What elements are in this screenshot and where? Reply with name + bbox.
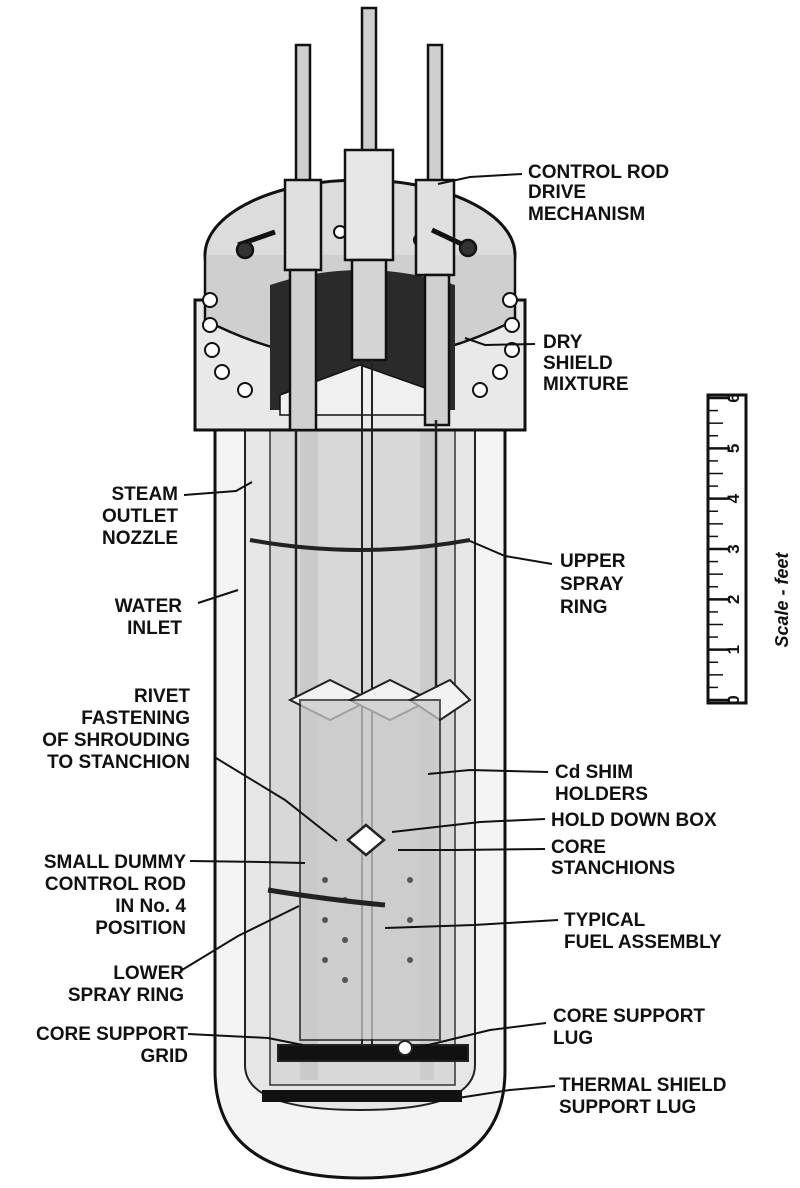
scale-bar: 0 1 2 3 4 5 6 Scale - feet [706,393,792,705]
label-lower-spray: LOWER SPRAY RING [68,963,184,1006]
scale-title: Scale - feet [772,551,792,647]
svg-text:GRID: GRID [141,1046,189,1067]
svg-text:RIVET: RIVET [134,686,190,707]
svg-text:CORE SUPPORT: CORE SUPPORT [36,1024,188,1045]
svg-text:IN No. 4: IN No. 4 [115,896,186,917]
svg-text:UPPER: UPPER [560,551,626,572]
svg-text:CORE: CORE [551,837,606,858]
leader-lines [181,173,559,1099]
svg-text:HOLD DOWN BOX: HOLD DOWN BOX [551,810,717,831]
svg-text:TO STANCHION: TO STANCHION [47,752,190,773]
svg-text:OUTLET: OUTLET [102,506,178,527]
scale-tick-label: 4 [724,493,743,503]
svg-text:DRY: DRY [543,332,583,353]
svg-text:SMALL DUMMY: SMALL DUMMY [44,852,186,873]
svg-text:HOLDERS: HOLDERS [555,784,648,805]
label-upper-spray: UPPER SPRAY RING [560,551,626,618]
label-steam-outlet: STEAM OUTLET NOZZLE [102,484,178,549]
svg-text:LUG: LUG [553,1028,593,1049]
svg-text:CONTROL ROD: CONTROL ROD [528,162,669,183]
scale-tick-label: 2 [724,595,743,604]
svg-text:THERMAL SHIELD: THERMAL SHIELD [559,1075,726,1096]
scale-tick-label: 6 [724,393,743,402]
control-rod-drives [235,6,478,432]
svg-text:FASTENING: FASTENING [81,708,190,729]
label-typical-fuel: TYPICAL FUEL ASSEMBLY [564,910,722,953]
label-dry-shield: DRY SHIELD MIXTURE [543,332,629,395]
svg-text:INLET: INLET [127,618,182,639]
svg-text:MECHANISM: MECHANISM [528,204,645,225]
svg-text:SUPPORT LUG: SUPPORT LUG [559,1097,696,1118]
svg-text:STANCHIONS: STANCHIONS [551,858,675,879]
svg-text:SPRAY RING: SPRAY RING [68,985,184,1006]
scale-tick-label: 5 [724,444,743,453]
svg-text:SPRAY: SPRAY [560,574,624,595]
label-core-support-lug: CORE SUPPORT LUG [553,1006,705,1049]
svg-text:STEAM: STEAM [112,484,179,505]
label-small-dummy: SMALL DUMMY CONTROL ROD IN No. 4 POSITIO… [44,852,187,939]
svg-text:DRIVE: DRIVE [528,182,586,203]
label-core-support-grid: CORE SUPPORT GRID [36,1024,188,1067]
svg-text:NOZZLE: NOZZLE [102,528,178,549]
svg-text:FUEL ASSEMBLY: FUEL ASSEMBLY [564,932,722,953]
scale-tick-label: 3 [724,544,743,553]
svg-text:WATER: WATER [115,596,182,617]
svg-text:TYPICAL: TYPICAL [564,910,646,931]
svg-text:RING: RING [560,597,608,618]
scale-tick-label: 0 [724,695,743,704]
svg-text:CONTROL ROD: CONTROL ROD [45,874,186,895]
svg-text:CORE SUPPORT: CORE SUPPORT [553,1006,705,1027]
label-rivet: RIVET FASTENING OF SHROUDING TO STANCHIO… [42,686,190,773]
label-hold-down-box: HOLD DOWN BOX [551,810,717,831]
label-water-inlet: WATER INLET [115,596,183,639]
svg-text:MIXTURE: MIXTURE [543,374,629,395]
core-internals [249,360,472,1062]
label-core-stanchions: CORE STANCHIONS [551,837,675,879]
label-control-rod-drive: CONTROL ROD DRIVE MECHANISM [528,162,669,225]
label-cd-shim: Cd SHIM HOLDERS [555,762,648,805]
label-thermal-shield: THERMAL SHIELD SUPPORT LUG [559,1075,726,1118]
svg-text:Cd SHIM: Cd SHIM [555,762,633,783]
svg-text:LOWER: LOWER [113,963,184,984]
scale-tick-label: 1 [724,645,743,654]
svg-text:OF SHROUDING: OF SHROUDING [42,730,190,751]
svg-text:POSITION: POSITION [95,918,186,939]
svg-text:SHIELD: SHIELD [543,353,613,374]
